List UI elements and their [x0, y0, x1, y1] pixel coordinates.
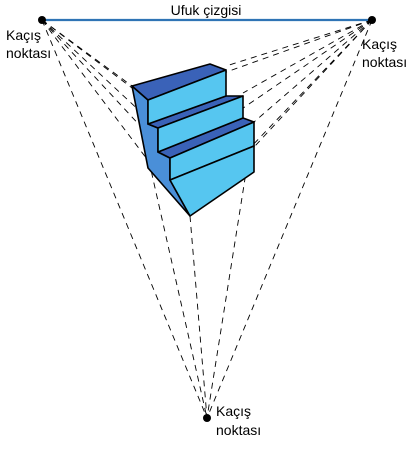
stair-riser-2	[157, 95, 244, 153]
right-vanishing-point	[368, 16, 376, 24]
stair-riser-1	[147, 69, 227, 125]
bottom-vp-label-line1: Kaçış	[216, 403, 251, 419]
bottom-vanishing-point	[203, 414, 211, 422]
left-vp-label-line1: Kaçış	[6, 27, 41, 43]
left-vanishing-point	[38, 16, 46, 24]
right-vp-label-line1: Kaçış	[362, 36, 397, 52]
right-vp-label-line2: noktası	[362, 54, 407, 70]
stair-riser-4	[169, 145, 255, 217]
horizon-label: Ufuk çizgisi	[171, 2, 242, 18]
staircase	[131, 63, 255, 217]
bottom-vp-label-line2: noktası	[216, 422, 261, 438]
left-vp-label-line2: noktası	[6, 45, 51, 61]
